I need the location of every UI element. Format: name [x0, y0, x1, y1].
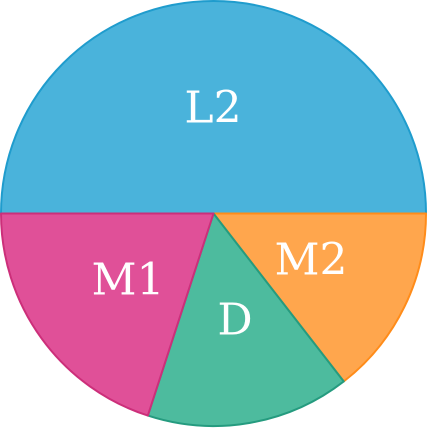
- pie-slice-m1: [0, 212, 215, 417]
- pie-label-m2: M2: [274, 235, 347, 286]
- pie-slice-l2: [0, 0, 427, 215]
- pie-label-m1: M1: [91, 255, 164, 306]
- pie-label-l2: L2: [184, 83, 241, 134]
- pie-label-d: D: [217, 295, 252, 346]
- pie-slice-m2: [212, 212, 427, 383]
- pie-slices: [0, 0, 427, 427]
